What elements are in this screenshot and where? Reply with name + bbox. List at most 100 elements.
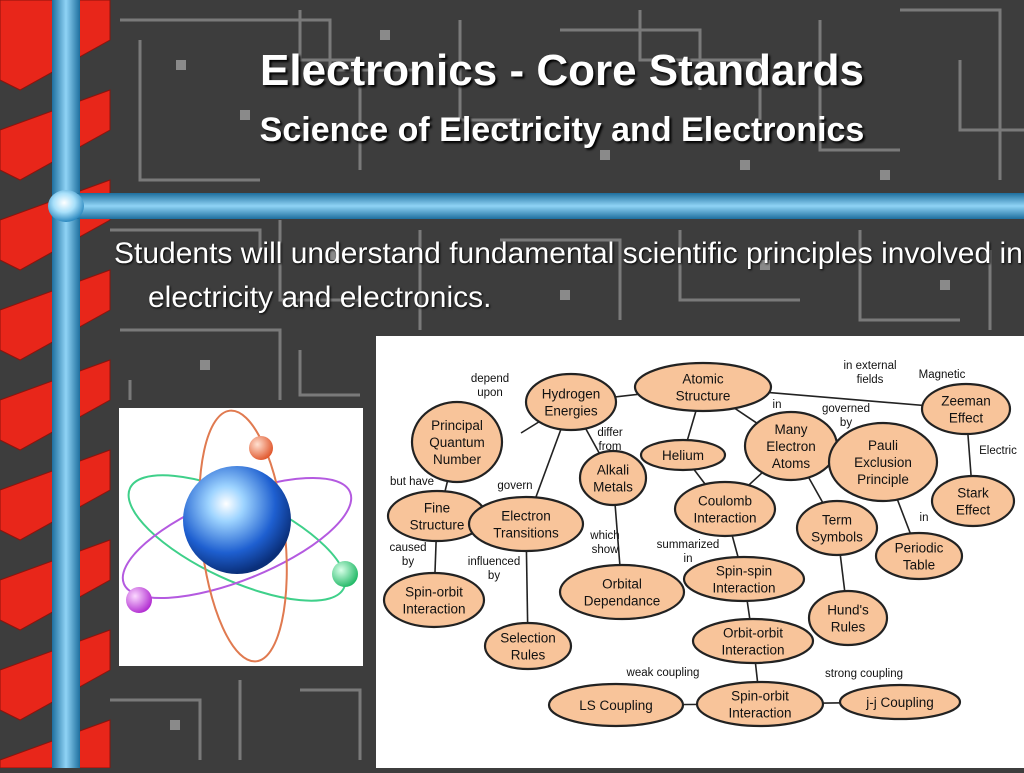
concept-node-shape xyxy=(682,555,806,603)
concept-node-label: Pauli xyxy=(868,438,898,453)
concept-node-label: Principle xyxy=(857,472,909,487)
edge-label-summarized-in: in xyxy=(684,553,693,565)
concept-node-label: Orbit-orbit xyxy=(723,626,783,641)
edge-label-magnetic: Magnetic xyxy=(919,369,966,381)
edge-label-strong-coupling: strong coupling xyxy=(825,668,903,680)
concept-node-label: LS Coupling xyxy=(579,698,653,713)
concept-node-label: Spin-orbit xyxy=(405,585,463,600)
edge-label-influenced-by: influenced xyxy=(468,556,520,568)
concept-node-shape xyxy=(578,449,648,507)
edge-label-governed-by: governed xyxy=(822,403,870,415)
concept-node-label: Principal xyxy=(431,418,483,433)
concept-node-shape xyxy=(695,680,825,728)
concept-node-label: Term xyxy=(822,513,852,528)
edge-label-caused-by: by xyxy=(402,556,414,568)
concept-node-shape xyxy=(673,480,777,538)
concept-node-label: Spin-orbit xyxy=(731,689,789,704)
edge-label-which-show: show xyxy=(592,544,620,556)
concept-node-shape xyxy=(795,499,879,557)
concept-node-shape xyxy=(410,400,504,484)
rail-junction xyxy=(48,190,84,222)
concept-node-label: Orbital xyxy=(602,577,642,592)
concept-node-label: Table xyxy=(903,558,935,573)
concept-node-shape xyxy=(930,474,1016,528)
edge-label-governed-by: by xyxy=(840,417,852,429)
concept-node-label: Atomic xyxy=(682,372,724,387)
edge-label-electric: Electric xyxy=(979,445,1017,457)
concept-node-label: Spin-spin xyxy=(716,564,772,579)
concept-node-label: Interaction xyxy=(721,643,784,658)
concept-node-label: Alkali xyxy=(597,463,629,478)
concept-node-shape xyxy=(827,421,939,503)
concept-node-shape xyxy=(874,531,964,581)
concept-node-label: Effect xyxy=(956,503,991,518)
concept-node-label: Structure xyxy=(676,389,731,404)
horizontal-rail xyxy=(66,193,1024,219)
concept-node-label: Metals xyxy=(593,480,633,495)
edge-label-differ-from: from xyxy=(599,441,622,453)
concept-node-shape xyxy=(633,361,773,413)
concept-node-label: Atoms xyxy=(772,456,811,471)
concept-node-label: Zeeman xyxy=(941,394,991,409)
edge-label-but-have: but have xyxy=(390,476,434,488)
atom-illustration-icon xyxy=(121,409,358,663)
concept-node-label: Fine xyxy=(424,501,450,516)
concept-node-label: Symbols xyxy=(811,530,863,545)
concept-node-label: Selection xyxy=(500,631,556,646)
edge-label-summarized-in: summarized xyxy=(657,539,720,551)
concept-node-label: Coulomb xyxy=(698,494,752,509)
concept-node-label: Helium xyxy=(662,448,704,463)
concept-node-label: Hydrogen xyxy=(542,387,601,402)
edge-label-in-1: in xyxy=(773,399,782,411)
concept-node-shape xyxy=(467,495,585,553)
vertical-rail xyxy=(52,0,80,768)
concept-node-shape xyxy=(558,563,686,621)
atom-image-panel xyxy=(119,408,363,666)
concept-node-label: Periodic xyxy=(895,541,944,556)
concept-node-label: Dependance xyxy=(584,594,661,609)
concept-node-label: Quantum xyxy=(429,435,485,450)
concept-node-label: Transitions xyxy=(493,526,559,541)
concept-node-shape xyxy=(483,621,573,671)
concept-node-label: Effect xyxy=(949,411,984,426)
concept-node-label: Hund's xyxy=(827,603,869,618)
concept-node-label: Interaction xyxy=(402,602,465,617)
concept-node-label: Rules xyxy=(511,648,546,663)
concept-node-label: Energies xyxy=(544,404,598,419)
concept-node-label: Stark xyxy=(957,486,989,501)
edge-label-depend-upon: depend xyxy=(471,373,509,385)
concept-node-label: Rules xyxy=(831,620,866,635)
edge-label-govern: govern xyxy=(497,480,532,492)
edge-label-in-2: in xyxy=(920,512,929,524)
concept-node-label: Interaction xyxy=(712,581,775,596)
slide-title: Electronics - Core Standards xyxy=(260,46,864,95)
edge-label-in-external-fields: in external xyxy=(843,360,896,372)
concept-node-label: Many xyxy=(774,422,807,437)
slide-subtitle: Science of Electricity and Electronics xyxy=(259,111,865,149)
concept-node-label: Structure xyxy=(410,518,465,533)
concept-node-label: Number xyxy=(433,452,482,467)
concept-node-helium: Helium xyxy=(639,438,727,472)
concept-node-shape xyxy=(524,372,618,432)
edge-label-caused-by: caused xyxy=(389,542,426,554)
concept-node-shape xyxy=(382,571,486,629)
edge-label-which-show: which xyxy=(589,530,619,542)
edge-label-weak-coupling: weak coupling xyxy=(626,667,700,679)
edge-label-influenced-by: by xyxy=(488,570,500,582)
concept-node-label: Interaction xyxy=(728,706,791,721)
concept-node-jj: j-j Coupling xyxy=(838,683,962,721)
